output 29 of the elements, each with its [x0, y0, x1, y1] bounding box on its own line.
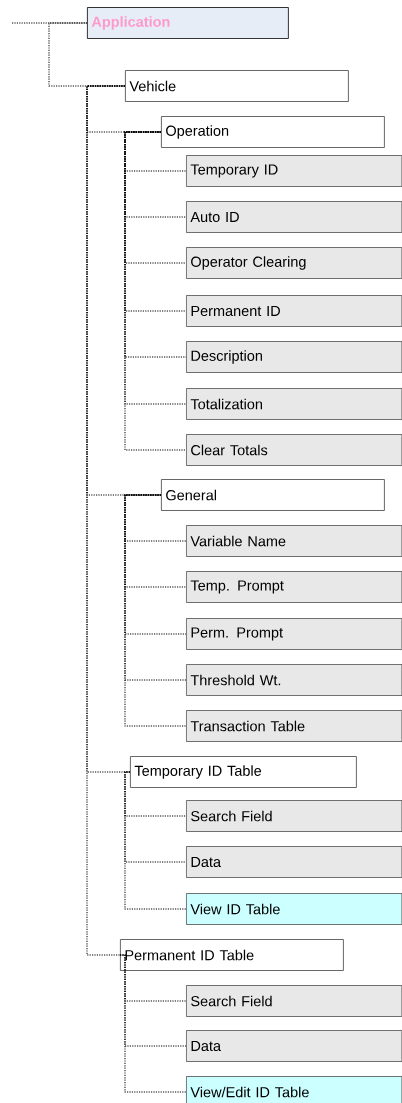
- menu-item-box: Threshold Wt.: [186, 664, 402, 696]
- menu-box: Operation: [161, 116, 385, 148]
- connector-line: [48, 22, 126, 87]
- connector-line: [119, 954, 187, 1093]
- title-box: Application: [87, 7, 289, 39]
- menu-item-box: Auto ID: [186, 201, 402, 233]
- menu-item-box: Search Field: [186, 800, 402, 832]
- menu-item-box: Description: [186, 341, 402, 373]
- connector-line: [124, 771, 187, 910]
- menu-item-box: Permanent ID: [186, 295, 402, 327]
- menu-item-box: Temp. Prompt: [186, 571, 402, 603]
- menu-box: Temporary ID Table: [130, 756, 357, 788]
- menu-item-box: Transaction Table: [186, 710, 402, 742]
- menu-item-box: View ID Table: [186, 893, 402, 925]
- menu-item-box: Data: [186, 1030, 402, 1062]
- menu-box: Permanent ID Table: [120, 939, 344, 971]
- connector-line: [86, 85, 126, 956]
- menu-item-box: Temporary ID: [186, 155, 402, 187]
- menu-item-box: Operator Clearing: [186, 247, 402, 279]
- menu-item-box: Perm. Prompt: [186, 618, 402, 650]
- menu-box: General: [161, 479, 385, 511]
- menu-item-box: Data: [186, 846, 402, 878]
- menu-item-box: Clear Totals: [186, 434, 402, 466]
- connector-line: [124, 494, 187, 727]
- menu-item-box: Search Field: [186, 985, 402, 1017]
- menu-item-box: View/Edit ID Table: [186, 1076, 402, 1103]
- menu-box: Vehicle: [125, 70, 349, 102]
- menu-item-box: Variable Name: [186, 525, 402, 557]
- menu-item-box: Totalization: [186, 388, 402, 420]
